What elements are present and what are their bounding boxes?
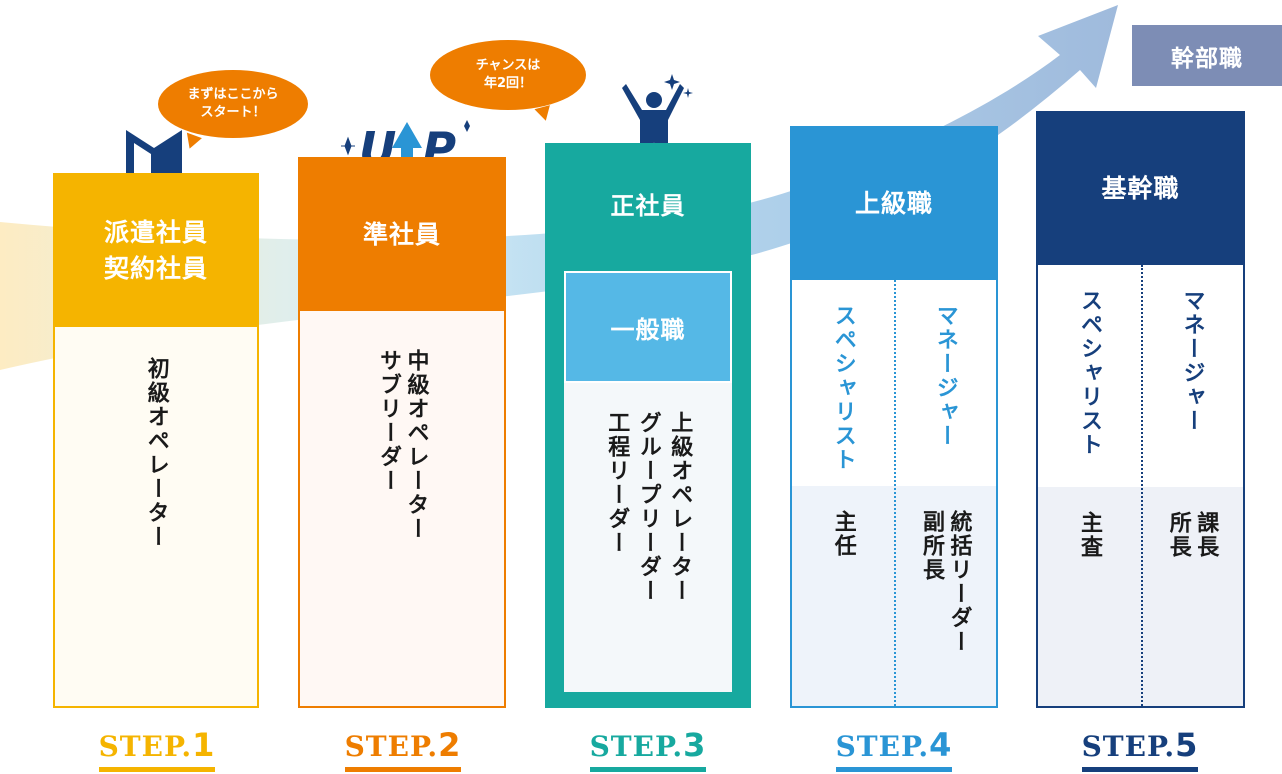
step-word: STEP. (1081, 730, 1176, 763)
role-label: 所長 (1165, 511, 1191, 559)
role-label: 初級オペレーター (143, 357, 169, 549)
cheering-person-icon (622, 74, 693, 170)
bubble-line: スタート！ (200, 105, 266, 120)
manager-roles: 副所長 統括リーダー (894, 486, 996, 654)
step-3-subheader: 一般職 (564, 271, 732, 383)
chance-bubble: チャンスは 年2回！ (430, 40, 586, 110)
track-label: スペシャリスト (830, 304, 856, 472)
step-underline (99, 767, 215, 772)
step-1-title: 派遣社員 (103, 217, 208, 247)
step-5-title: 基幹職 (1101, 173, 1180, 203)
step-number: 4 (929, 726, 953, 764)
executive-tag: 幹部職 (1132, 25, 1282, 86)
specialist-roles: 主査 (1038, 487, 1141, 559)
step-5-roles: スペシャリスト マネージャー 主査 所長 課長 (1038, 265, 1243, 706)
step-word: STEP. (344, 730, 439, 763)
bubble-line: 年2回！ (483, 76, 533, 91)
role-label: 工程リーダー (604, 411, 630, 555)
step-number: 3 (683, 726, 707, 764)
bubble-line: まずはここから (187, 87, 279, 103)
specialist-track: スペシャリスト (792, 280, 894, 472)
step-underline (345, 767, 461, 772)
role-label: グループリーダー (635, 411, 661, 603)
start-here-bubble: まずはここから スタート！ (158, 70, 308, 138)
sparkle-icon (341, 120, 470, 170)
step-number: 5 (1175, 726, 1199, 764)
manager-roles: 所長 課長 (1141, 487, 1244, 559)
role-label: サブリーダー (376, 349, 401, 493)
step-4-header: 上級職 (792, 128, 996, 280)
step-1-label: STEP.1 (67, 726, 247, 772)
bubble-line: チャンスは (475, 58, 541, 74)
step-underline (836, 767, 952, 772)
track-divider (894, 280, 896, 706)
step-word: STEP. (835, 730, 930, 763)
step-2-title: 準社員 (362, 219, 441, 249)
step-2-label: STEP.2 (313, 726, 493, 772)
step-5-label: STEP.5 (1050, 726, 1230, 772)
step-3-inner-panel: 一般職 工程リーダー グループリーダー 上級オペレーター (562, 269, 734, 694)
step-underline (590, 767, 706, 772)
manager-track: マネージャー (894, 280, 996, 448)
track-label: マネージャー (1179, 289, 1205, 433)
role-label: 中級オペレーター (403, 349, 429, 541)
specialist-roles: 主任 (792, 486, 894, 558)
track-label: マネージャー (932, 304, 958, 448)
track-divider (1140, 265, 1143, 706)
step-1-header: 派遣社員 契約社員 (55, 175, 257, 327)
step-3-column: 正社員 一般職 工程リーダー グループリーダー 上級オペレーター (545, 143, 751, 708)
role-label: 統括リーダー (946, 510, 972, 654)
step-number: 2 (438, 726, 462, 764)
step-2-roles: サブリーダー 中級オペレーター (300, 311, 504, 706)
role-label: 上級オペレーター (667, 411, 693, 603)
step-3-title: 正社員 (610, 191, 686, 220)
step-4-title: 上級職 (854, 188, 933, 218)
role-label: 副所長 (919, 510, 944, 582)
step-5-header: 基幹職 (1038, 113, 1243, 265)
step-1-roles: 初級オペレーター (55, 327, 257, 706)
specialist-track: スペシャリスト (1038, 265, 1141, 457)
step-2-column: 準社員 サブリーダー 中級オペレーター (298, 157, 506, 708)
manager-track: マネージャー (1141, 265, 1244, 433)
step-4-roles: スペシャリスト マネージャー 主任 副所長 統括リーダー (792, 280, 996, 706)
track-label: スペシャリスト (1077, 289, 1102, 457)
step-1-column: 派遣社員 契約社員 初級オペレーター (53, 173, 259, 708)
step-1-title: 契約社員 (103, 254, 208, 283)
step-5-column: 基幹職 スペシャリスト マネージャー 主査 所長 課長 (1036, 111, 1245, 708)
role-label: 主任 (830, 510, 856, 558)
step-2-header: 準社員 (300, 159, 504, 311)
step-4-column: 上級職 スペシャリスト マネージャー 主任 副所長 統括リーダー (790, 126, 998, 708)
step-underline (1082, 767, 1198, 772)
role-label: 課長 (1193, 511, 1219, 559)
step-number: 1 (192, 726, 216, 764)
step-3-label: STEP.3 (558, 726, 738, 772)
step-3-header: 正社員 (545, 143, 751, 269)
step-4-label: STEP.4 (804, 726, 984, 772)
role-label: 主査 (1077, 511, 1102, 559)
step-3-roles: 工程リーダー グループリーダー 上級オペレーター (564, 383, 732, 603)
step-word: STEP. (98, 730, 193, 763)
step-word: STEP. (589, 730, 684, 763)
